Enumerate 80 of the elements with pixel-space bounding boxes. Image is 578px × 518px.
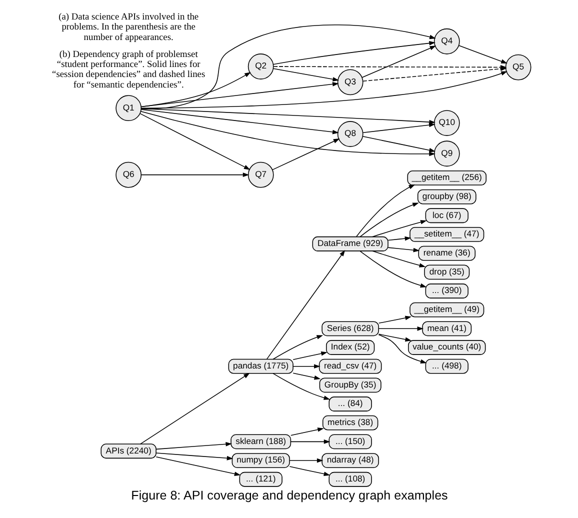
arrow [272, 138, 340, 170]
node-box: ... (498) [424, 358, 468, 374]
node-box: __getitem__ (256) [406, 170, 486, 186]
arrow [361, 46, 436, 78]
node-circle: Q5 [504, 54, 531, 80]
arrow [378, 334, 426, 364]
arrow [290, 439, 330, 444]
arrow [378, 334, 412, 342]
node-box: metrics (38) [322, 415, 378, 430]
arrow [356, 184, 415, 237]
node-box: read_csv (47) [318, 358, 382, 374]
arrow [359, 202, 418, 238]
arrow [288, 466, 330, 476]
arrow [378, 316, 412, 324]
arrow [372, 220, 426, 238]
node-circle: Q9 [433, 140, 460, 167]
node-box: drop (35) [424, 264, 470, 280]
arrow [266, 250, 345, 360]
node-circle: Q3 [336, 69, 363, 96]
arrow [290, 428, 324, 436]
arrow [372, 250, 426, 268]
arrow [140, 24, 436, 110]
node-box: mean (41) [422, 321, 472, 336]
node-circle: Q2 [247, 54, 274, 80]
arrow [362, 122, 435, 133]
arrow [292, 364, 320, 369]
node-box: ndarray (48) [321, 453, 378, 468]
node-circle: Q6 [115, 162, 142, 188]
arrow [139, 372, 250, 444]
node-box: ... (150) [328, 434, 372, 450]
diagram-title: Figure 8: API coverage and dependency graph examples [130, 488, 448, 503]
arrow [272, 68, 339, 82]
node-box: value_counts (40) [408, 340, 486, 355]
node-box: GroupBy (35) [318, 378, 381, 393]
arrow [140, 82, 338, 108]
node-circle: Q1 [115, 95, 142, 122]
node-box: pandas (1775) [228, 358, 293, 374]
arrow [140, 108, 435, 124]
node-box: ... (121) [238, 472, 282, 487]
node-box: DataFrame (929) [312, 236, 388, 252]
arrow [387, 247, 420, 252]
node-box: sklearn (188) [230, 434, 291, 450]
arrow [458, 45, 507, 64]
label: (a) Data science APIs involved in the problems. In the parenthesis are the number of appearances. [58, 12, 198, 43]
arrow [140, 172, 249, 178]
arrow [140, 110, 435, 156]
arrow [139, 113, 250, 170]
arrow [292, 351, 327, 360]
node-box: ... (390) [424, 284, 468, 298]
node-box: APIs (2240) [100, 444, 156, 459]
arrow [378, 326, 424, 331]
node-box: Series (628) [321, 321, 378, 336]
node-box: __setitem__ (47) [409, 227, 484, 242]
node-box: ... (108) [328, 472, 372, 487]
node-box: rename (36) [418, 246, 476, 261]
arrow [362, 66, 506, 82]
node-box: Index (52) [326, 340, 374, 355]
arrow [155, 442, 232, 450]
arrow [155, 456, 240, 476]
node-circle: Q4 [433, 28, 460, 54]
arrow [288, 458, 323, 463]
node-box: numpy (156) [231, 453, 290, 468]
arrow [140, 71, 507, 109]
node-box: loc (67) [424, 208, 468, 224]
arrow [387, 236, 411, 241]
node-circle: Q10 [433, 110, 460, 136]
label: (b) Dependency graph of problemset “student performance”. Solid lines for “session dependencies” and dashed lines for “semantic dependencies”. [52, 50, 205, 90]
arrow [272, 335, 323, 360]
arrow [359, 250, 426, 288]
node-box: __getitem__ (49) [409, 302, 484, 318]
node-circle: Q8 [336, 121, 363, 147]
arrow [292, 372, 320, 380]
arrow [140, 109, 338, 134]
node-box: groupby (98) [416, 189, 476, 204]
node-circle: Q7 [247, 162, 274, 188]
arrow [272, 373, 330, 400]
arrow [272, 41, 435, 65]
arrow [362, 136, 436, 152]
node-box: ... (84) [328, 396, 372, 412]
arrow [155, 452, 233, 460]
